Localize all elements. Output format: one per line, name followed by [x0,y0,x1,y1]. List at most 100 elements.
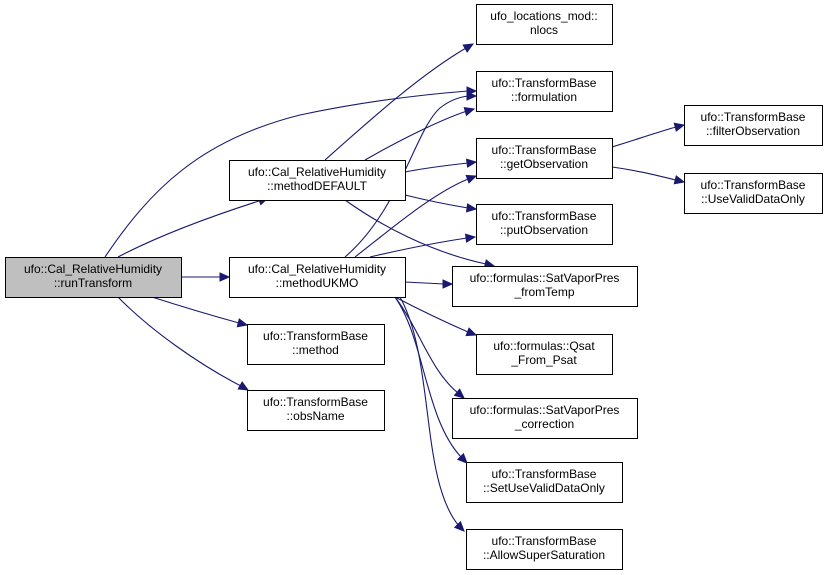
node-formulation[interactable]: ufo::TransformBase::formulation [476,71,613,112]
node-label-line-1: ufo::Cal_RelativeHumidity [248,165,386,179]
edge-getObservation-to-filterObservation [611,122,686,148]
node-label-line-2: ::formulation [511,90,577,104]
arrowhead [465,158,478,168]
node-box [229,257,406,298]
arrowhead [442,279,454,289]
arrowhead [237,381,250,391]
arrowhead [453,388,465,399]
edge-methodUKMO-to-SetUseValidDataOnly [394,296,468,464]
node-UseValidDataOnly[interactable]: ufo::TransformBase::UseValidDataOnly [684,173,823,214]
edge-line [369,237,468,258]
node-box [247,390,385,431]
node-Qsat_From_Psat[interactable]: ufo::formulas::Qsat_From_Psat [476,334,613,375]
node-AllowSuperSaturation[interactable]: ufo::TransformBase::AllowSuperSaturation [466,529,623,570]
node-box [452,266,638,307]
edges-layer [104,43,686,532]
node-label-line-2: _correction [514,417,574,431]
node-box [466,529,623,570]
node-label-line-1: ufo::TransformBase [492,467,597,481]
arrowhead [673,122,686,132]
edge-line [104,90,469,258]
node-box [476,204,613,245]
node-SatVaporPres_fromTemp[interactable]: ufo::formulas::SatVaporPres_fromTemp [452,266,638,307]
node-label-line-1: ufo::formulas::SatVaporPres [470,271,620,285]
nodes-layer: ufo::Cal_RelativeHumidity::runTransformu… [5,4,823,570]
node-SetUseValidDataOnly[interactable]: ufo::TransformBase::SetUseValidDataOnly [466,462,623,503]
edge-methodDEFAULT-to-getObservation [404,158,478,173]
arrowhead [456,452,468,464]
arrowhead [463,107,476,117]
edge-runTransform-to-methodUKMO [181,272,231,282]
node-label-line-1: ufo::TransformBase [701,178,806,192]
node-getObservation[interactable]: ufo::TransformBase::getObservation [476,138,613,179]
node-box [476,334,613,375]
node-methodUKMO[interactable]: ufo::Cal_RelativeHumidity::methodUKMO [229,257,406,298]
node-label-line-1: ufo::Cal_RelativeHumidity [24,262,162,276]
edge-methodDEFAULT-to-putObservation [404,194,478,213]
node-label-line-1: ufo::TransformBase [492,143,597,157]
node-runTransform[interactable]: ufo::Cal_RelativeHumidity::runTransform [5,257,182,298]
edge-line [151,296,240,324]
node-label-line-2: ::methodUKMO [276,276,359,290]
edge-line [611,166,677,181]
arrowhead [465,327,478,337]
node-label-line-2: ::methodDEFAULT [267,179,367,193]
node-box [229,160,406,201]
edge-runTransform-to-method [151,296,249,328]
edge-line [324,47,467,161]
edge-methodUKMO-to-getObservation [354,174,478,258]
edge-line [611,126,677,148]
node-label-line-2: ::SetUseValidDataOnly [483,481,605,495]
edge-line [354,178,469,258]
arrowhead [465,174,478,184]
node-label-line-2: ::filterObservation [706,124,800,138]
node-obsName[interactable]: ufo::TransformBase::obsName [247,390,385,431]
node-box [247,324,385,365]
node-label-line-1: ufo::formulas::SatVaporPres [470,403,620,417]
arrowhead [462,43,475,53]
node-label-line-1: ufo::TransformBase [263,329,368,343]
node-filterObservation[interactable]: ufo::TransformBase::filterObservation [684,105,823,146]
edge-line [344,95,469,258]
node-box [684,105,823,146]
edge-line [399,296,460,527]
node-label-line-2: _fromTemp [513,285,574,299]
edge-methodUKMO-to-putObservation [369,233,477,258]
node-label-line-1: ufo::TransformBase [263,395,368,409]
node-label-line-1: ufo::TransformBase [492,76,597,90]
edge-runTransform-to-methodDEFAULT [117,196,270,258]
node-label-line-1: ufo::Cal_RelativeHumidity [248,262,386,276]
edge-methodUKMO-to-SatVaporPres_correction [394,296,465,399]
arrowhead [453,520,465,532]
node-box [684,173,823,214]
node-label-line-1: ufo_locations_mod:: [490,9,597,23]
node-box [476,4,613,45]
edge-getObservation-to-UseValidDataOnly [611,166,686,185]
edge-line [404,194,469,209]
node-method[interactable]: ufo::TransformBase::method [247,324,385,365]
node-nlocs[interactable]: ufo_locations_mod::nlocs [476,4,613,45]
node-label-line-1: ufo::TransformBase [492,209,597,223]
node-label-line-1: ufo::TransformBase [701,110,806,124]
node-methodDEFAULT[interactable]: ufo::Cal_RelativeHumidity::methodDEFAULT [229,160,406,201]
node-label-line-2: ::getObservation [500,157,588,171]
edge-methodUKMO-to-AllowSuperSaturation [399,296,465,532]
arrowhead [464,233,477,243]
node-label-line-2: ::UseValidDataOnly [701,192,805,206]
edge-line [117,199,263,258]
edge-methodUKMO-to-formulation [344,91,478,258]
arrowhead [673,175,686,185]
edge-methodDEFAULT-to-nlocs [324,43,475,161]
edge-methodUKMO-to-SatVaporPres_fromTemp [404,279,454,289]
node-label-line-2: ::method [292,343,339,357]
edge-runTransform-to-obsName [117,296,250,391]
edge-line [394,296,463,459]
node-putObservation[interactable]: ufo::TransformBase::putObservation [476,204,613,245]
node-SatVaporPres_correction[interactable]: ufo::formulas::SatVaporPres_correction [452,398,638,439]
node-box [5,257,182,298]
node-label-line-2: nlocs [530,23,558,37]
node-label-line-1: ufo::formulas::Qsat [493,339,595,353]
node-box [466,462,623,503]
node-label-line-2: ::AllowSuperSaturation [483,548,605,562]
